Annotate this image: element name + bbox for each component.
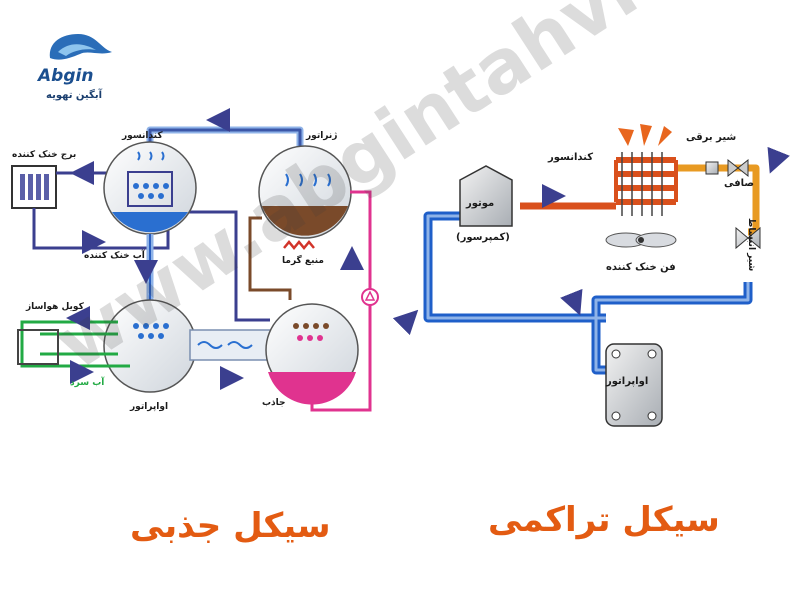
title-compression-cycle: سیکل تراکمی [488,500,720,540]
heat-arrows-icon [618,124,672,146]
compression-condenser [614,152,678,216]
label-absorption-condenser: کندانسور [122,131,163,141]
label-solenoid-valve: شیر برقی [686,132,737,143]
pink-loop [310,190,372,412]
generator [258,145,352,239]
label-compression-condenser: کندانسور [548,152,594,163]
label-cooling-water: آب خنک کننده [84,251,145,261]
compression-cycle [392,124,790,427]
label-filter: صافی [724,178,755,189]
absorber [265,303,359,405]
absorption-cycle [11,108,379,412]
label-expansion-valve: شیر انبساط [746,218,756,272]
label-compression-evaporator: اواپراتور [606,376,649,387]
label-compressor: (کمپرسور) [456,232,510,243]
heat-source-icon [283,240,315,250]
ac-coil [17,329,59,365]
filter-icon [727,158,749,178]
label-cooling-tower: برج خنک کننده [12,150,77,160]
absorption-evaporator [103,299,197,393]
label-generator: ژنراتور [306,131,338,141]
compression-evaporator [605,343,663,427]
label-ac-coil: کویل هواساز [26,302,84,312]
label-absorption-evaporator: اواپراتور [130,402,169,412]
vapor-channel [189,329,273,361]
expansion-valve-icon [735,226,761,250]
title-absorption-cycle: سیکل جذبی [130,506,331,546]
abgin-logo [49,34,112,60]
cooling-tower [11,165,57,209]
logo-brand: Abgin [38,66,94,86]
label-cold-water: آب سرد [70,378,105,388]
label-motor: موتور [466,198,495,209]
logo-subtitle: آبگین تهویه [46,90,103,101]
label-cooling-fan: فن خنک کننده [606,262,676,273]
pump-icon [361,288,379,306]
absorption-condenser [103,141,197,235]
label-heat-source: منبع گرما [282,256,324,266]
label-absorber: جاذب [262,398,286,408]
brown-pipe [248,216,292,300]
motor-compressor [459,165,513,227]
cooling-fan-icon [605,232,677,248]
flow-arrow-4 [767,146,790,174]
flow-arrow-3 [392,309,419,336]
flow-arrow-2 [560,288,583,316]
solenoid-valve-icon [705,161,719,175]
pipe-condenser-generator [146,126,304,148]
